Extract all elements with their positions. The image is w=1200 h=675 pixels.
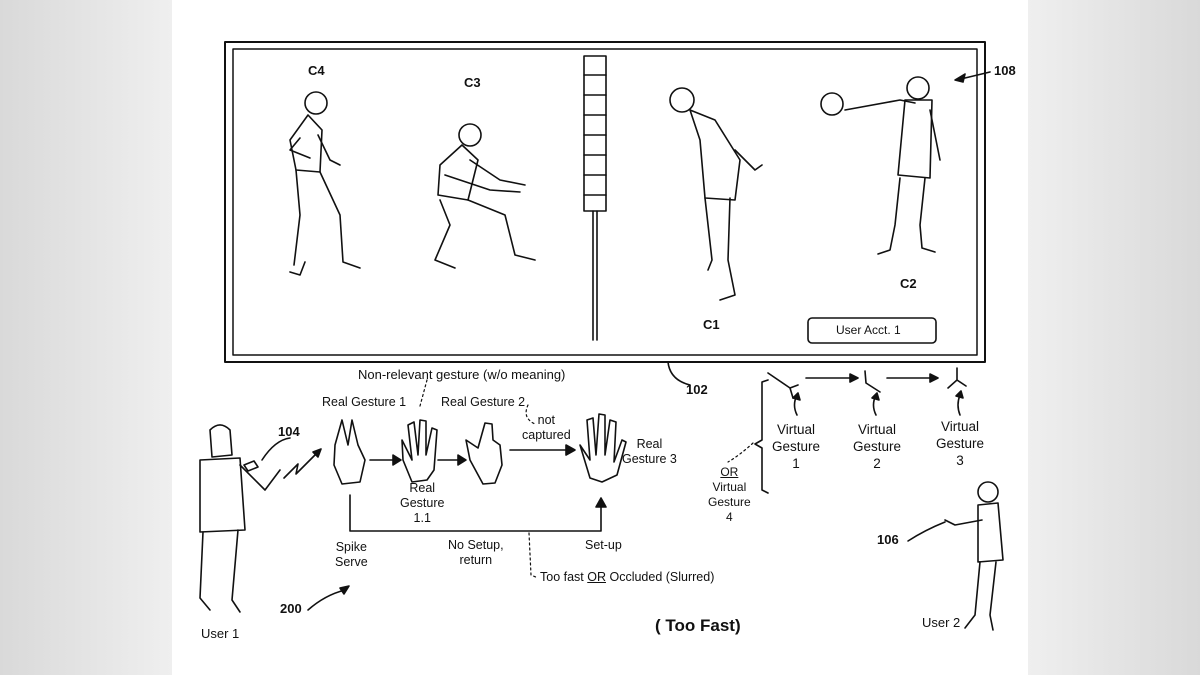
text-line: not (537, 413, 556, 427)
label-c1: C1 (703, 317, 720, 332)
label-non-relevant: Non-relevant gesture (w/o meaning) (358, 367, 566, 382)
text-part-or: OR (587, 570, 606, 584)
label-real-gesture-2: Real Gesture 2 (441, 395, 526, 409)
label-user-2: User 2 (922, 615, 961, 630)
ref-104-leader (261, 437, 291, 461)
user-2-figure (944, 481, 1004, 631)
text-line: Gesture (400, 496, 445, 510)
gesture-arrows (283, 444, 607, 532)
text-line: Real (409, 481, 436, 495)
display-screen-outer (224, 41, 986, 363)
text-line: 1 (792, 456, 800, 471)
hand-real-gesture-2 (465, 422, 503, 485)
text-line: 4 (726, 510, 733, 524)
text-line: 1.1 (413, 511, 431, 525)
user-account-label: User Acct. 1 (836, 323, 901, 337)
ref-106-leader (907, 521, 946, 542)
text-line: captured (522, 428, 571, 442)
label-setup: Set-up (585, 538, 622, 552)
text-line: Gesture 3 (622, 452, 677, 466)
label-c2: C2 (900, 276, 917, 291)
text-line: Gesture (936, 436, 985, 451)
hand-real-gesture-1 (333, 419, 366, 485)
volleyball-net-post (583, 55, 607, 341)
character-c3-figure (434, 123, 536, 269)
text-line: Real (636, 437, 663, 451)
ref-200-arrow (307, 589, 346, 611)
text-line-or: OR (720, 465, 739, 479)
ref-200: 200 (280, 601, 302, 616)
ref-104: 104 (278, 424, 300, 439)
text-line: 3 (956, 453, 964, 468)
ref-106: 106 (877, 532, 899, 547)
text-part: Occluded (Slurred) (606, 570, 715, 584)
volleyball (820, 92, 844, 116)
hand-real-gesture-3 (579, 413, 627, 483)
caption-too-fast: ( Too Fast) (655, 616, 741, 635)
label-c4: C4 (308, 63, 325, 78)
text-part: Too fast (540, 570, 588, 584)
ref-102: 102 (686, 382, 708, 397)
virtual-gesture-symbols (754, 367, 967, 494)
text-line: Virtual (777, 422, 816, 437)
text-line: No Setup, (448, 538, 504, 552)
text-line: Gesture (853, 439, 902, 454)
character-c4-figure (289, 91, 361, 276)
text-line: Gesture (708, 495, 751, 509)
label-real-gesture-1: Real Gesture 1 (322, 395, 407, 409)
ref-102-leader (667, 361, 691, 386)
ref-108: 108 (994, 63, 1016, 78)
ref-108-leader (964, 71, 991, 79)
text-line: Virtual (858, 422, 897, 437)
character-c1-figure (669, 87, 763, 301)
user-1-figure (199, 424, 281, 613)
text-line: Serve (335, 555, 368, 569)
text-line: 2 (873, 456, 881, 471)
text-line: Virtual (941, 419, 980, 434)
label-user-1: User 1 (201, 626, 240, 641)
character-c2-figure (820, 76, 941, 255)
label-c3: C3 (464, 75, 481, 90)
brace (754, 379, 769, 494)
text-line: Virtual (712, 480, 747, 494)
label-too-fast: Too fast OR Occluded (Slurred) (540, 570, 714, 585)
controller-104 (243, 460, 259, 472)
user-account-box (807, 317, 937, 344)
dashed-leaders (419, 379, 754, 579)
text-line: Gesture (772, 439, 821, 454)
display-screen-inner (232, 48, 978, 356)
text-line: return (459, 553, 493, 567)
text-line: Spike (335, 540, 367, 554)
hand-real-gesture-1-1 (401, 419, 438, 483)
label-no-setup: No Setup,return (448, 538, 504, 568)
